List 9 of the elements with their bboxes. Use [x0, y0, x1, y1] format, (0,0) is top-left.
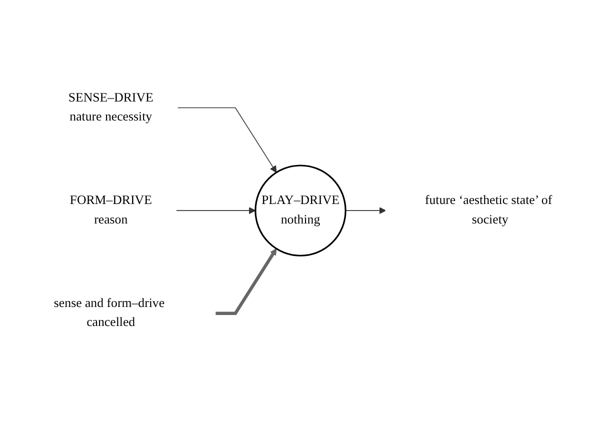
node-text: SENSE–DRIVE nature necessity [68, 91, 154, 124]
node-text: sense and form–drive cancelled [54, 296, 165, 330]
node-circle: PLAY–DRIVE nothing [254, 165, 346, 257]
arrow [177, 108, 277, 174]
arrow [215, 248, 277, 316]
arrow [345, 207, 386, 215]
node-text: FORM–DRIVE reason [70, 194, 152, 228]
arrow [176, 207, 256, 215]
node-text: future ‘aesthetic state’ of society [424, 194, 552, 228]
